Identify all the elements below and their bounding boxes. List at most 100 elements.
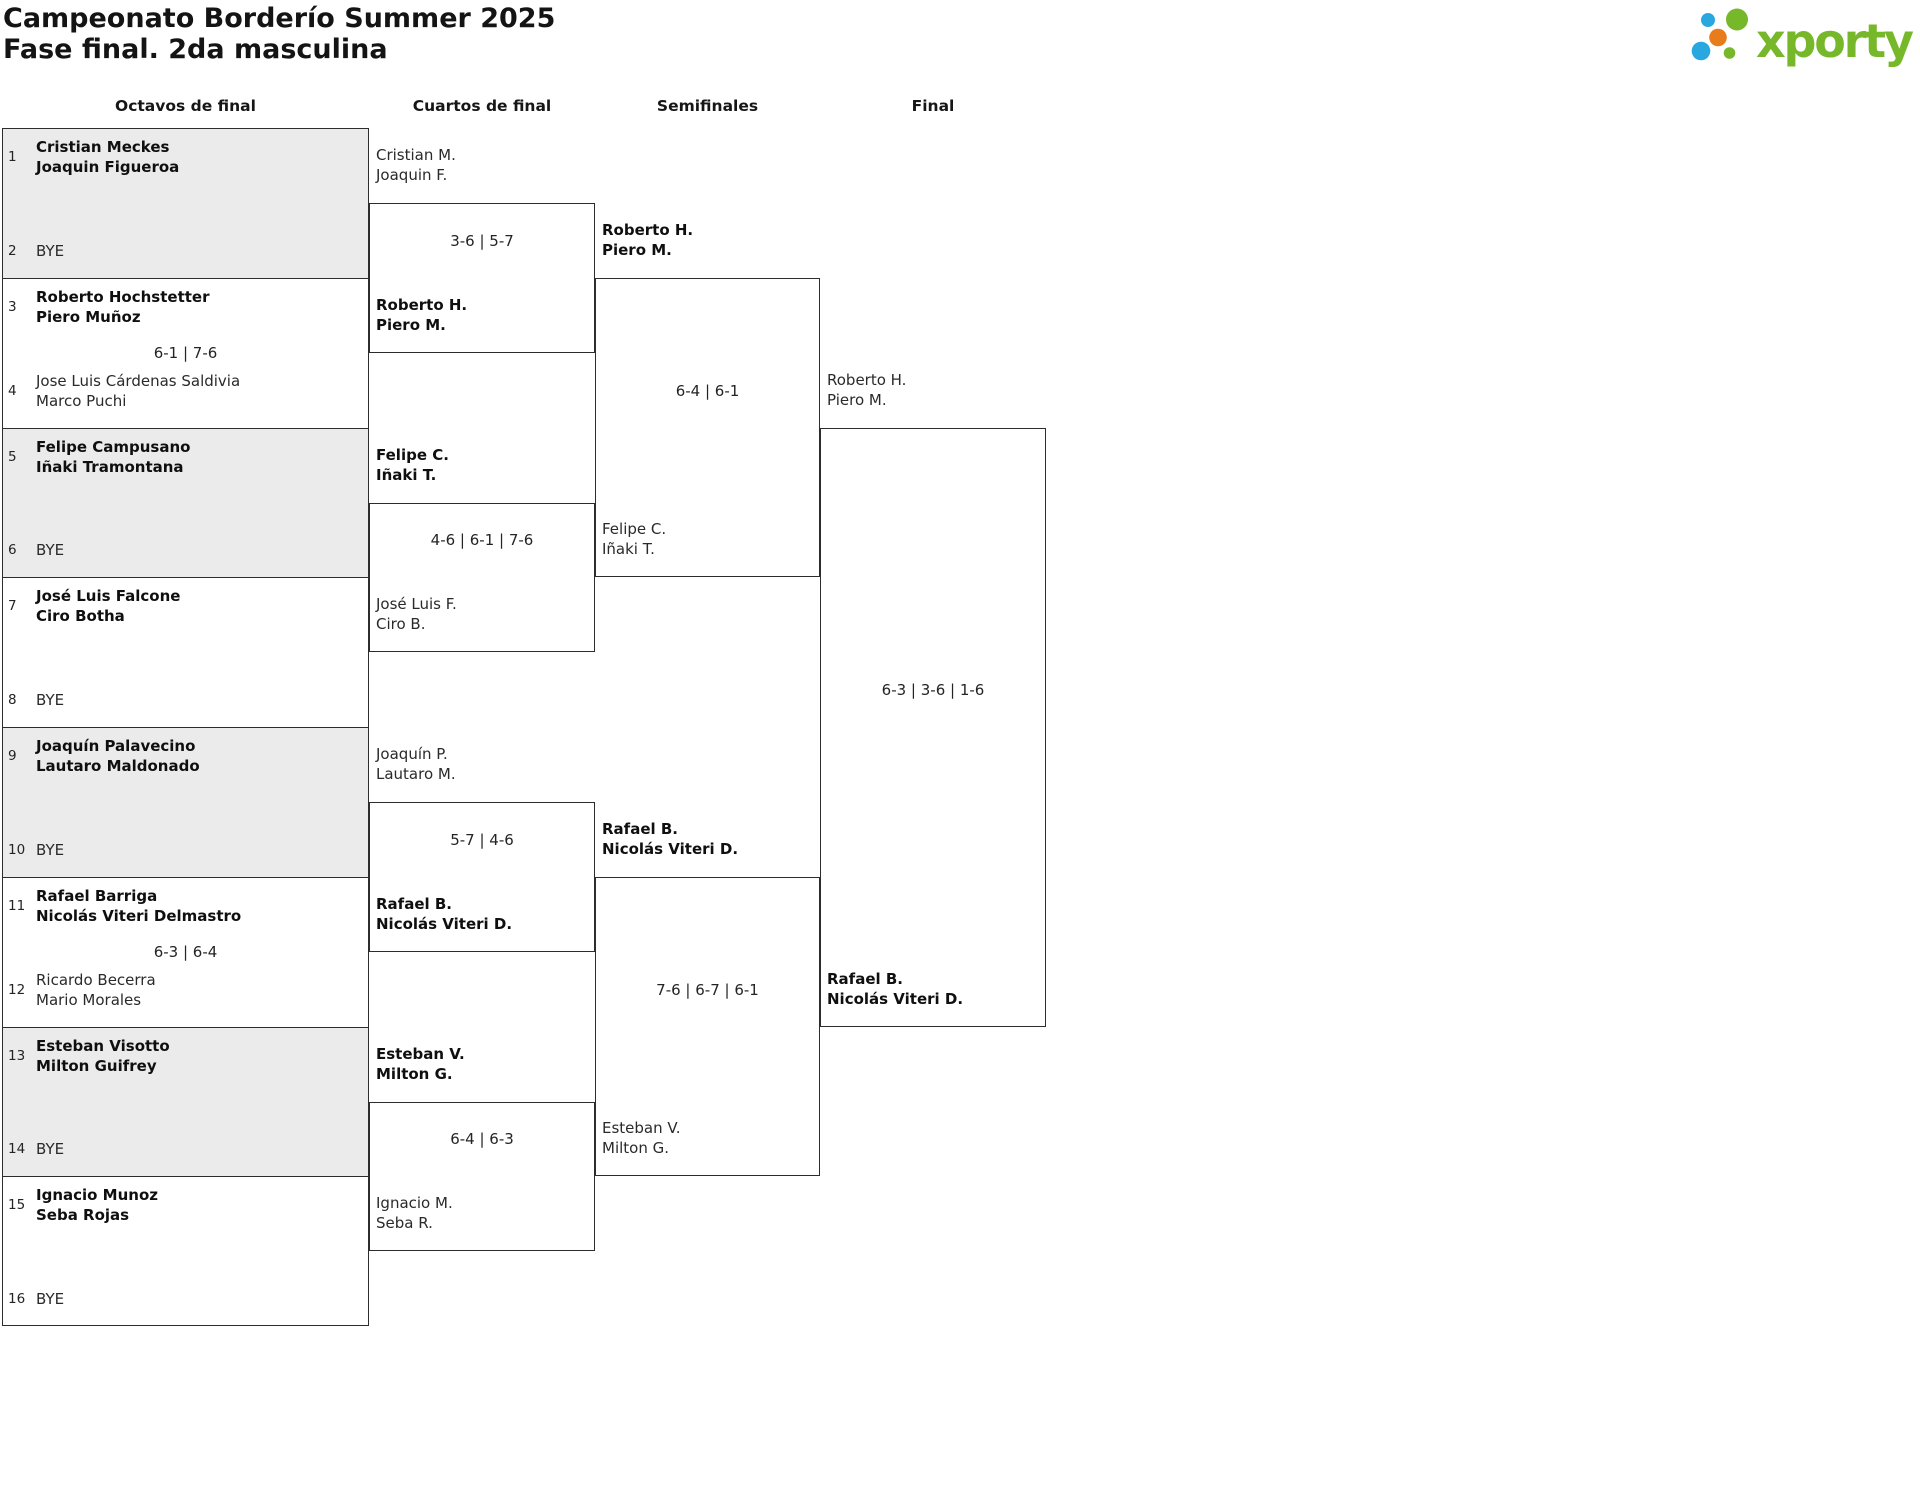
- seed-number: 14: [8, 1141, 26, 1157]
- participant-name-line: Milton G.: [376, 1064, 453, 1083]
- participant-name-line: Ciro Botha: [36, 607, 125, 625]
- match-box-sf-1: [595, 278, 820, 578]
- match-box-r16-7: [2, 1027, 369, 1176]
- match-box-r16-8: [2, 1176, 369, 1326]
- entrant-bottom: BYE: [36, 1139, 64, 1159]
- participant-name-line: Rafael B.: [376, 895, 452, 913]
- participant-name-line: Rafael Barriga: [36, 887, 158, 905]
- participant-name-line: Milton Guifrey: [36, 1057, 157, 1075]
- participant-name-line: Rafael B.: [827, 969, 903, 988]
- entrant-top: Esteban V.Milton G.: [376, 1044, 465, 1084]
- participant-name-line: Esteban Visotto: [36, 1037, 170, 1055]
- seed-number: 3: [8, 299, 17, 315]
- participant-name-line: Cristian Meckes: [36, 138, 170, 156]
- logo-dot-blue-big: [1691, 41, 1711, 61]
- seed-number: 2: [8, 243, 17, 259]
- match-score: 6-1 | 7-6: [153, 344, 218, 362]
- participant-name-line: Piero M.: [602, 241, 672, 259]
- entrant-bottom: Felipe C.Iñaki T.: [602, 519, 666, 559]
- logo-dot-orange: [1709, 28, 1727, 47]
- participant-name-line: Iñaki Tramontana: [36, 458, 184, 476]
- participant-name-line: Nicolás Viteri D.: [827, 989, 964, 1008]
- participant-name-line: Piero Muñoz: [36, 308, 141, 326]
- round-header-3: Final: [911, 97, 955, 115]
- participant-name-line: Milton G.: [602, 1139, 670, 1158]
- participant-name-line: Roberto H.: [827, 370, 907, 389]
- participant-name-line: Joaquin Figueroa: [36, 158, 180, 176]
- match-box-final-1: [820, 427, 1046, 1027]
- participant-name-line: BYE: [36, 242, 65, 260]
- participant-name-line: Felipe Campusano: [36, 438, 191, 456]
- round-header-2: Semifinales: [656, 97, 759, 115]
- participant-name-line: José Luis Falcone: [36, 587, 181, 605]
- entrant-bottom: Rafael B.Nicolás Viteri D.: [827, 969, 963, 1009]
- round-header-1: Cuartos de final: [412, 97, 552, 115]
- seed-number: 12: [8, 982, 26, 998]
- participant-name-line: Ricardo Becerra: [36, 971, 156, 989]
- match-box-qf-2: [369, 502, 595, 652]
- entrant-bottom: Roberto H.Piero M.: [376, 295, 467, 335]
- entrant-top: Roberto H.Piero M.: [602, 220, 693, 260]
- match-box-sf-2: [595, 877, 820, 1177]
- match-box-qf-1: [369, 203, 595, 353]
- entrant-top: Roberto H.Piero M.: [827, 370, 906, 410]
- match-score: 6-3 | 3-6 | 1-6: [881, 681, 985, 700]
- participant-name-line: Nicolás Viteri D.: [376, 915, 513, 933]
- xporty-logo[interactable]: xporty: [1686, 0, 1918, 74]
- entrant-top: Rafael B.Nicolás Viteri D.: [602, 819, 738, 859]
- participant-name-line: Ignacio Munoz: [36, 1186, 158, 1204]
- participant-name-line: José Luis F.: [376, 595, 457, 613]
- participant-name-line: Mario Morales: [36, 991, 142, 1009]
- entrant-bottom: Rafael B. Nicolás Viteri D.: [376, 894, 512, 934]
- logo-dot-blue-small: [1701, 13, 1715, 27]
- match-box-r16-3: [2, 428, 369, 577]
- entrant-top: Cristian M.Joaquin F.: [376, 145, 456, 185]
- seed-number: 6: [8, 542, 17, 558]
- seed-number: 5: [8, 449, 17, 465]
- participant-name-line: Esteban V.: [602, 1119, 681, 1138]
- participant-name-line: BYE: [36, 1140, 65, 1158]
- match-box-qf-3: [369, 802, 595, 952]
- seed-number: 11: [8, 898, 26, 914]
- entrant-bottom: BYE: [36, 840, 64, 860]
- match-score: 3-6 | 5-7: [450, 232, 514, 250]
- seed-number: 16: [8, 1291, 26, 1307]
- entrant-bottom: BYE: [36, 690, 64, 710]
- logo-wordmark: xporty: [1756, 14, 1914, 68]
- entrant-bottom: BYE: [36, 1289, 64, 1309]
- match-score: 5-7 | 4-6: [450, 831, 514, 849]
- entrant-bottom: BYE: [36, 540, 64, 560]
- participant-name-line: Piero M.: [827, 390, 887, 409]
- seed-number: 9: [8, 748, 17, 764]
- participant-name-line: Nicolás Viteri Delmastro: [36, 907, 242, 925]
- participant-name-line: Rafael B.: [602, 820, 678, 838]
- seed-number: 8: [8, 692, 17, 708]
- seed-number: 13: [8, 1048, 26, 1064]
- page-title: Campeonato Borderío Summer 2025: [3, 3, 556, 34]
- participant-name-line: Felipe C.: [376, 445, 449, 464]
- entrant-top: Joaquín P.Lautaro M.: [376, 744, 456, 784]
- participant-name-line: Joaquín Palavecino: [36, 737, 196, 755]
- participant-name-line: BYE: [36, 541, 65, 559]
- match-box-r16-6: [2, 877, 369, 1027]
- participant-name-line: Jose Luis Cárdenas Saldivia: [36, 372, 241, 390]
- participant-name-line: BYE: [36, 1290, 65, 1308]
- logo-dot-green-big: [1726, 8, 1748, 31]
- match-box-r16-1: [2, 128, 369, 278]
- participant-name-line: Marco Puchi: [36, 392, 127, 410]
- participant-name-line: Iñaki T.: [602, 540, 655, 559]
- participant-name-line: Seba R.: [376, 1214, 433, 1232]
- participant-name-line: Joaquin F.: [376, 166, 448, 184]
- participant-name-line: Seba Rojas: [36, 1206, 130, 1224]
- entrant-bottom: Ignacio M.Seba R.: [376, 1193, 453, 1233]
- entrant-top: Felipe C.Iñaki T.: [376, 445, 449, 485]
- match-box-r16-2: [2, 278, 369, 428]
